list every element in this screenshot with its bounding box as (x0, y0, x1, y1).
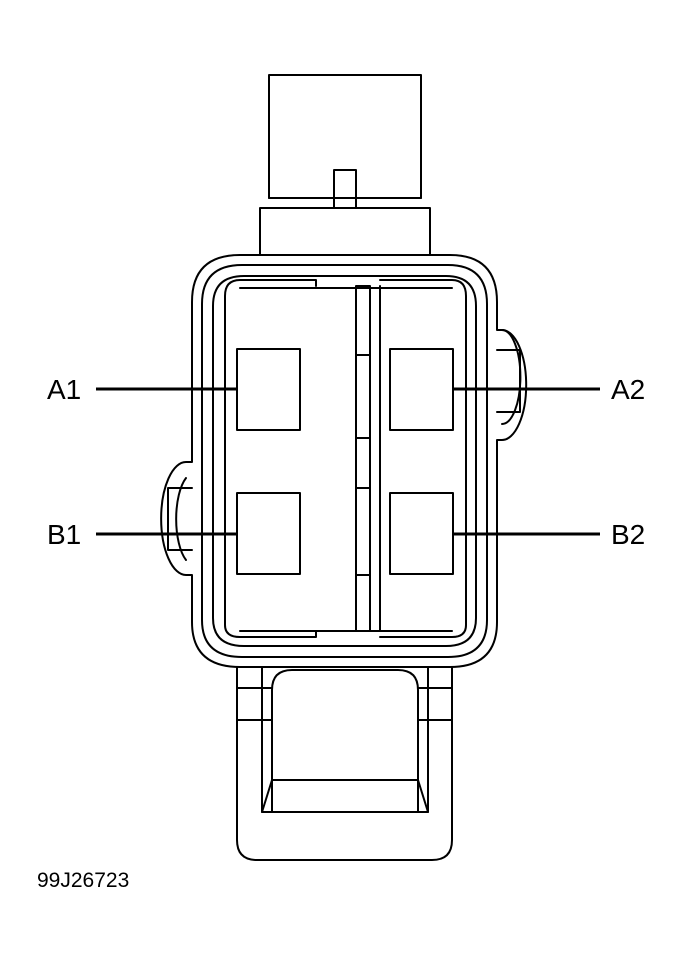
terminal-cavity (224, 279, 467, 638)
terminal-a1 (236, 348, 301, 431)
pin-label-a2: A2 (611, 374, 645, 405)
pin-label-b2: B2 (611, 519, 645, 550)
pin-label-a1: A1 (47, 374, 81, 405)
figure-id: 99J26723 (37, 869, 129, 892)
pin-label-b1: B1 (47, 519, 81, 550)
locking-tab (236, 666, 453, 861)
terminal-a2 (389, 348, 454, 431)
terminal-b2 (389, 492, 454, 575)
terminal-b1 (236, 492, 301, 575)
wire-boot (259, 74, 431, 256)
connector-housing (160, 254, 528, 668)
